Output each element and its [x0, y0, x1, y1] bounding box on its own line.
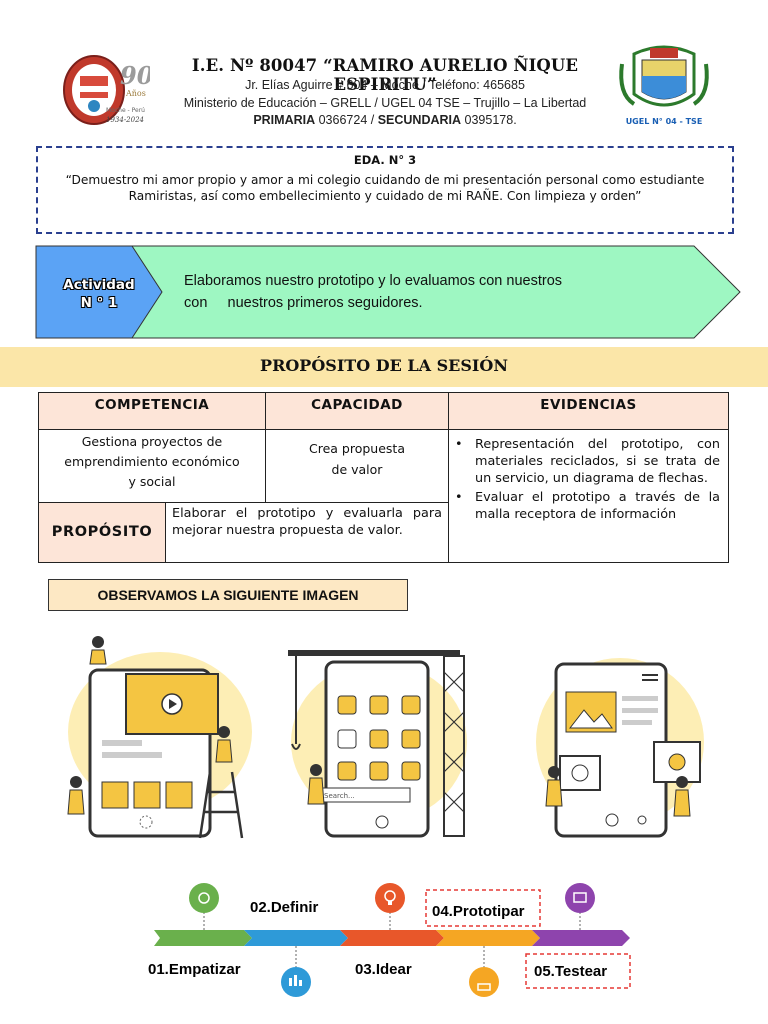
- smile-icon: [189, 883, 219, 913]
- eda-box: EDA. N° 3 “Demuestro mi amor propio y am…: [36, 146, 734, 234]
- step-idear: 03.Idear: [355, 961, 412, 978]
- school-anniversary-logo: 90 Años Moche - Perú 1934-2024: [62, 52, 154, 128]
- eda-title: EDA. N° 3: [353, 153, 417, 167]
- school-name: I.E. Nº 80047 “RAMIRO AURELIO ÑIQUE ESPI…: [191, 56, 579, 94]
- prototipar-highlight: [425, 889, 541, 927]
- activity-banner: [34, 244, 744, 340]
- observe-title: OBSERVAMOS LA SIGUIENTE IMAGEN: [48, 579, 408, 611]
- step-definir: 02.Definir: [250, 899, 319, 916]
- competency-table: COMPETENCIA CAPACIDAD EVIDENCIAS Gestion…: [38, 392, 729, 563]
- header-capacidad: CAPACIDAD: [265, 392, 449, 430]
- ugel-caption: UGEL N° 04 - TSE: [626, 117, 703, 126]
- step-prototipar: 04.Prototipar: [432, 903, 525, 920]
- logo-90: 90: [120, 61, 150, 90]
- svg-text:Años: Años: [125, 89, 146, 98]
- header-competencia: COMPETENCIA: [38, 392, 266, 430]
- prototype-illustration-3: [530, 622, 706, 842]
- step-testear: 05.Testear: [534, 963, 607, 980]
- school-codes: PRIMARIA 0366724 / SECUNDARIA 0395178.: [253, 113, 517, 127]
- ministry-line: Ministerio de Educación – GRELL / UGEL 0…: [183, 96, 587, 110]
- proposito-label: PROPÓSITO: [38, 502, 166, 563]
- ugel-logo: UGEL N° 04 - TSE: [614, 44, 714, 128]
- svg-text:1934-2024: 1934-2024: [106, 116, 144, 124]
- school-address: Jr. Elías Aguirre # 604 – Moche / Teléfo…: [245, 78, 525, 92]
- prototype-illustration-1: [60, 622, 260, 842]
- download-icon: [469, 967, 499, 997]
- competencia-cell: Gestiona proyectos de emprendimiento eco…: [38, 429, 266, 503]
- evidence-item: Representación del prototipo, con materi…: [449, 436, 728, 487]
- proposito-text: Elaborar el prototipo y evaluarla para m…: [165, 502, 449, 563]
- activity-description: Elaboramos nuestro prototipo y lo evalua…: [184, 273, 563, 311]
- design-thinking-timeline: 01.Empatizar 02.Definir 03.Idear 04.Prot…: [140, 872, 640, 1022]
- prototype-illustration-2: Search...: [284, 622, 474, 842]
- purpose-title: PROPÓSITO DE LA SESIÓN: [260, 356, 508, 375]
- evidence-item: Evaluar el prototipo a través de la mall…: [449, 489, 728, 523]
- header-evidencias: EVIDENCIAS: [448, 392, 729, 430]
- testear-highlight: [525, 953, 631, 989]
- purpose-band: [0, 347, 768, 387]
- activity-label: Actividad N ° 1: [63, 277, 135, 311]
- lightbulb-icon: [375, 883, 405, 913]
- illustration-search-text: Search...: [324, 792, 355, 800]
- capacidad-cell: Crea propuesta de valor: [265, 429, 449, 503]
- svg-text:Moche - Perú: Moche - Perú: [106, 107, 145, 114]
- evidencias-cell: Representación del prototipo, con materi…: [448, 429, 729, 563]
- eda-description: “Demuestro mi amor propio y amor a mi co…: [65, 173, 705, 203]
- image-icon: [565, 883, 595, 913]
- step-empatizar: 01.Empatizar: [148, 961, 241, 978]
